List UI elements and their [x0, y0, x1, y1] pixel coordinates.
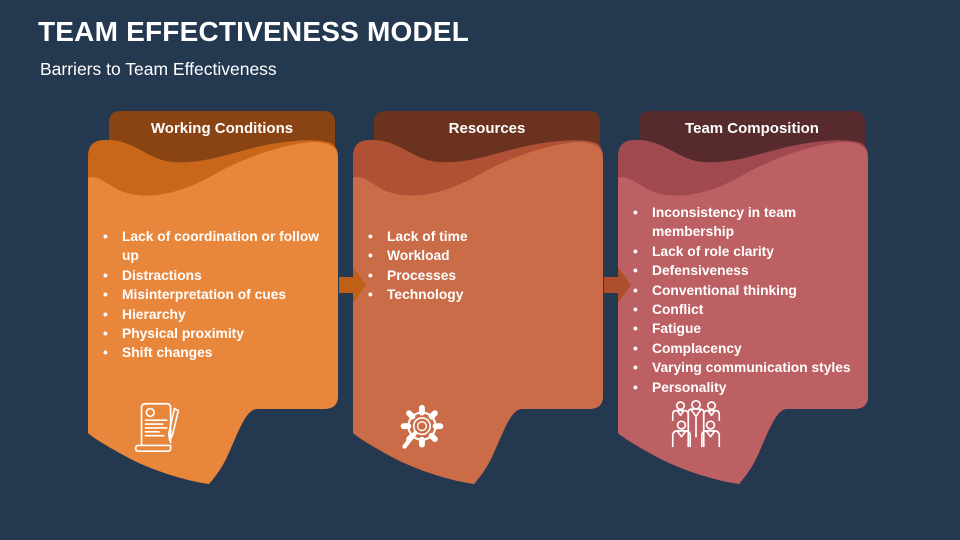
bullet-item: Hierarchy — [101, 305, 329, 325]
bullet-list: Inconsistency in team membership Lack of… — [631, 203, 859, 397]
bullet-list: Lack of time Workload Processes Technolo… — [366, 227, 594, 305]
bullet-item: Shift changes — [101, 343, 329, 363]
slide-title: TEAM EFFECTIVENESS MODEL — [38, 16, 470, 47]
bullet-item: Fatigue — [631, 319, 859, 339]
bullet-item: Complacency — [631, 339, 859, 359]
flow-arrow-right — [604, 267, 631, 303]
bullet-item: Distractions — [101, 266, 329, 286]
bullet-item: Varying communication styles — [631, 358, 859, 378]
card-team-composition: Team Composition Inconsistency in team m… — [615, 108, 871, 492]
bullet-item: Lack of time — [366, 227, 594, 247]
slide-subtitle: Barriers to Team Effectiveness — [40, 59, 277, 79]
bullet-item: Personality — [631, 378, 859, 398]
bullet-item: Physical proximity — [101, 324, 329, 344]
card-title: Working Conditions — [150, 120, 294, 137]
card-title: Team Composition — [685, 120, 819, 137]
bullet-item: Technology — [366, 285, 594, 305]
team-people-icon — [671, 399, 721, 448]
bullet-item: Conventional thinking — [631, 281, 859, 301]
bullet-item: Workload — [366, 246, 594, 266]
bullet-item: Processes — [366, 266, 594, 286]
card-working-conditions: Working Conditions Lack of coordination … — [85, 108, 341, 492]
gear-magnifier-icon — [400, 404, 444, 449]
bullet-item: Misinterpretation of cues — [101, 285, 329, 305]
card-title: Resources — [448, 120, 526, 137]
bullet-item: Inconsistency in team membership — [631, 203, 859, 242]
card-resources: Resources Lack of time Workload Processe… — [350, 108, 606, 492]
bullet-item: Defensiveness — [631, 261, 859, 281]
flow-arrow-right — [339, 267, 366, 303]
bullet-list: Lack of coordination or follow up Distra… — [101, 227, 329, 363]
bullet-item: Lack of role clarity — [631, 242, 859, 262]
bullet-item: Conflict — [631, 300, 859, 320]
bullet-item: Lack of coordination or follow up — [101, 227, 329, 266]
contract-pen-icon — [134, 402, 180, 453]
